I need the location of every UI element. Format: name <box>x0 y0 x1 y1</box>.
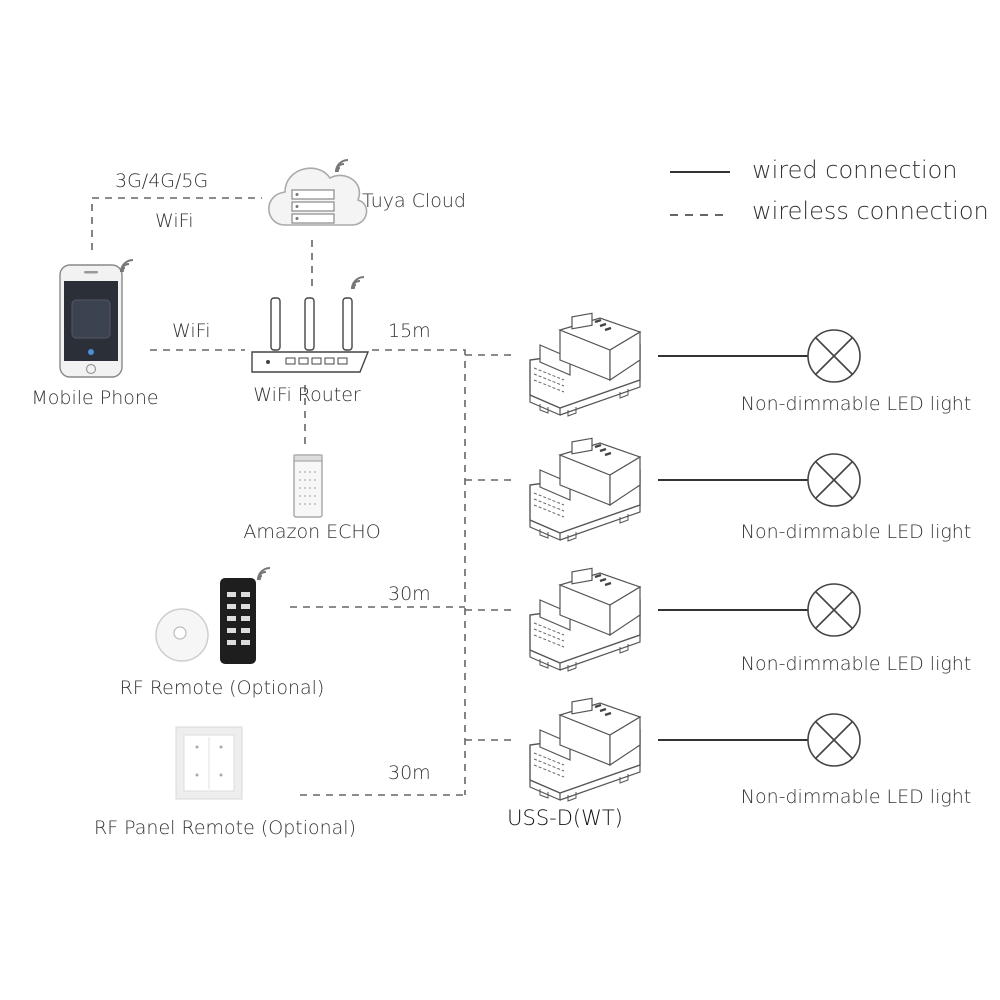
led-light-icon-1 <box>807 329 861 383</box>
router-label: WiFi Router <box>253 384 361 406</box>
cloud-signal-icon <box>334 159 349 174</box>
rf-remote-label: RF Remote (Optional) <box>119 677 325 699</box>
legend-wired-label: wired connection <box>752 156 958 184</box>
wifi-mid-label: WiFi <box>172 320 211 342</box>
echo-label: Amazon ECHO <box>243 521 381 543</box>
rf-remote-icon <box>155 567 271 664</box>
phone-label: Mobile Phone <box>31 387 159 409</box>
panel-remote-icon <box>175 726 243 800</box>
rf-remote-signal-icon <box>256 567 271 582</box>
controller-module-2 <box>528 437 642 543</box>
led-light-icon-2 <box>807 453 861 507</box>
distance-30m-label-b: 30m <box>388 762 431 784</box>
phone-signal-icon <box>119 259 134 274</box>
cloud-label: Tuya Cloud <box>362 190 466 212</box>
led-light-label-3: Non-dimmable LED light <box>740 653 972 675</box>
cloud-icon <box>268 159 368 226</box>
led-light-label-1: Non-dimmable LED light <box>740 393 972 415</box>
legend <box>670 171 730 216</box>
phone-cloud-link <box>91 197 262 250</box>
led-light-icon-3 <box>807 583 861 637</box>
wifi-top-label: WiFi <box>155 210 194 232</box>
led-light-label-4: Non-dimmable LED light <box>740 786 972 808</box>
controller-module-4 <box>528 697 642 803</box>
router-signal-icon <box>350 276 365 291</box>
phone-icon <box>59 259 134 378</box>
wired-links <box>658 355 808 741</box>
controller-module-1 <box>528 312 642 418</box>
legend-wireless-label: wireless connection <box>752 197 989 225</box>
cellular-label: 3G/4G/5G <box>115 170 209 192</box>
panel-remote-label: RF Panel Remote (Optional) <box>94 817 356 839</box>
led-light-icon-4 <box>807 713 861 767</box>
echo-icon <box>293 454 323 518</box>
model-label: USS-D(WT) <box>507 806 623 830</box>
distance-30m-label-a: 30m <box>388 583 431 605</box>
controller-module-3 <box>528 567 642 673</box>
router-trunk-link <box>372 349 466 795</box>
router-icon <box>251 276 370 373</box>
distance-15m-label: 15m <box>388 320 431 342</box>
wireless-links <box>91 197 515 796</box>
led-light-label-2: Non-dimmable LED light <box>740 521 972 543</box>
